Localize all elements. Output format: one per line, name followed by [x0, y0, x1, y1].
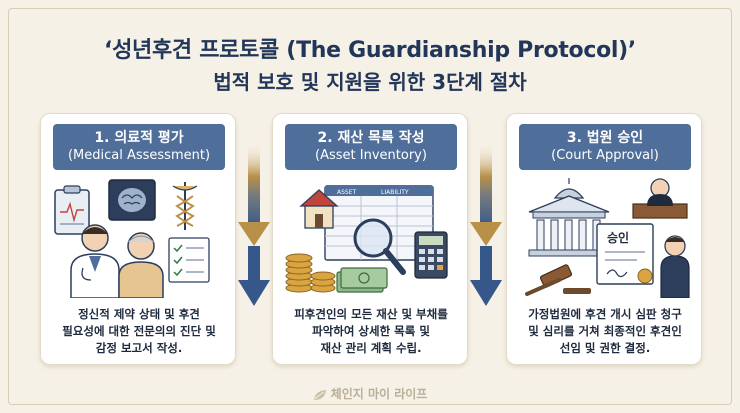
patient-icon	[118, 232, 164, 298]
approval-document-icon: 승인	[596, 223, 654, 285]
description-line: 정신적 제약 상태 및 후견	[78, 307, 200, 321]
asset-inventory-illustration: ASSET LIABILITY	[285, 185, 448, 293]
sheet-label: LIABILITY	[381, 189, 409, 196]
description-line: 가정법원에 후견 개시 심판 청구	[528, 307, 682, 321]
house-icon	[299, 189, 339, 229]
doctor-icon	[70, 224, 120, 298]
step-subtitle: (Medical Assessment)	[67, 148, 211, 163]
checklist-icon	[168, 237, 210, 283]
step-title: 3. 법원 승인	[566, 130, 644, 146]
description-line: 필요성에 대한 전문의의 진단 및	[62, 324, 216, 338]
caduceus-icon	[172, 182, 198, 230]
description-line: 감정 보고서 작성.	[95, 341, 183, 355]
step-description: 정신적 제약 상태 및 후견 필요성에 대한 전문의의 진단 및 감정 보고서 …	[47, 306, 231, 357]
leaf-logo-icon	[313, 389, 326, 400]
step-title: 1. 의료적 평가	[94, 130, 184, 146]
description-line: 파악하여 상세한 목록 및	[312, 324, 430, 338]
medical-assessment-illustration	[54, 179, 210, 298]
page-title: ‘성년후견 프로토콜 (The Guardianship Protocol)’	[104, 38, 636, 63]
step-description: 피후견인의 모든 재산 및 부채를 파악하여 상세한 목록 및 재산 관리 계획…	[279, 306, 463, 357]
description-line: 피후견인의 모든 재산 및 부채를	[294, 307, 448, 321]
clipboard-icon	[54, 185, 90, 235]
brain-scan-icon	[108, 179, 156, 221]
footer-brand-text: 체인지 마이 라이프	[330, 387, 428, 401]
step-description: 가정법원에 후견 개시 심판 청구 및 심리를 거쳐 최종적인 후견인 선임 및…	[513, 306, 697, 357]
step-header: 1. 의료적 평가 (Medical Assessment)	[53, 124, 225, 170]
coins-icon	[285, 253, 336, 293]
cash-icon	[336, 267, 388, 293]
page-frame	[8, 8, 732, 405]
description-line: 재산 관리 계획 수립.	[320, 341, 422, 355]
step-header: 2. 재산 목록 작성 (Asset Inventory)	[285, 124, 457, 170]
description-line: 및 심리를 거쳐 최종적인 후견인	[528, 324, 682, 338]
step-header: 3. 법원 승인 (Court Approval)	[519, 124, 691, 170]
step-card-medical: 1. 의료적 평가 (Medical Assessment)	[40, 113, 236, 365]
step-card-asset: 2. 재산 목록 작성 (Asset Inventory) ASSET LIAB…	[272, 113, 468, 365]
document-label: 승인	[607, 230, 629, 245]
calculator-icon	[414, 231, 448, 279]
flow-arrow-down-icon	[470, 142, 502, 306]
gavel-icon	[525, 264, 591, 296]
judge-icon	[632, 178, 688, 219]
flow-arrow-down-icon	[238, 142, 270, 306]
footer-brand: 체인지 마이 라이프	[0, 385, 740, 402]
page-subtitle: 법적 보호 및 지원을 위한 3단계 절차	[213, 70, 527, 94]
step-card-court: 3. 법원 승인 (Court Approval) 승인	[506, 113, 702, 365]
step-title: 2. 재산 목록 작성	[317, 130, 425, 146]
sheet-label: ASSET	[337, 189, 357, 196]
step-subtitle: (Court Approval)	[551, 148, 659, 163]
magnifier-icon	[353, 218, 406, 275]
lawyer-icon	[660, 235, 690, 298]
step-subtitle: (Asset Inventory)	[315, 148, 427, 163]
court-approval-illustration: 승인	[525, 178, 690, 298]
description-line: 선임 및 권한 결정.	[559, 341, 651, 355]
